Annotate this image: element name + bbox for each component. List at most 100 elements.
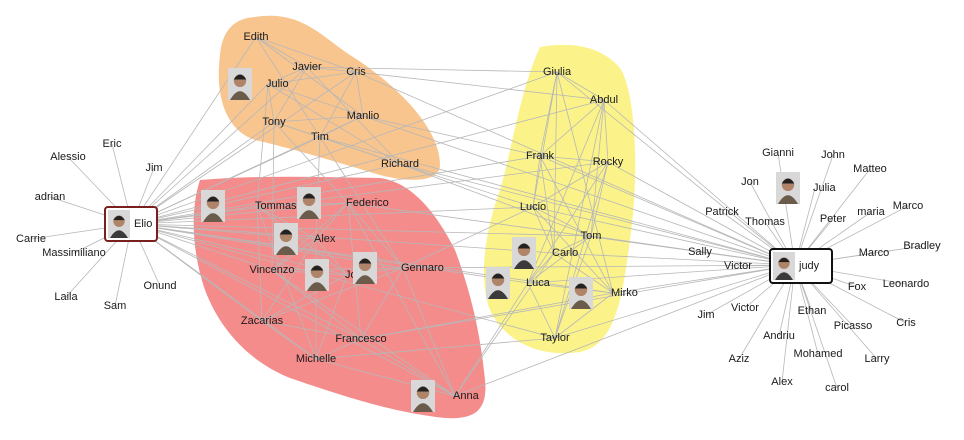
graph-edge [554, 99, 605, 339]
node-label: Sam [104, 300, 127, 312]
node-julia[interactable] [776, 172, 800, 204]
person-photo-icon [274, 223, 298, 255]
graph-edge [454, 282, 529, 397]
graph-edge [402, 206, 534, 269]
graph-edge [402, 267, 456, 397]
graph-edge [273, 115, 364, 123]
node-label: Gennaro [401, 262, 444, 274]
node-jose[interactable] [305, 259, 329, 291]
person-photo-icon [305, 259, 329, 291]
graph-edge [347, 202, 404, 269]
graph-edge [553, 252, 614, 294]
node-label: maria [857, 206, 885, 218]
graph-edge [319, 136, 796, 266]
node-anna[interactable] [411, 380, 435, 412]
node-label: Richard [381, 158, 419, 170]
graph-edge [347, 202, 796, 266]
graph-edge [603, 99, 796, 266]
graph-edge [131, 223, 456, 397]
node-mirko[interactable] [569, 277, 593, 309]
person-photo-icon [108, 210, 130, 238]
node-label: Alex [771, 376, 793, 388]
node-julio[interactable] [228, 68, 252, 100]
graph-edge [131, 136, 321, 225]
graph-edge [603, 99, 609, 163]
graph-edge [399, 163, 534, 208]
node-label: Thomas [745, 216, 785, 228]
graph-edge [355, 71, 605, 101]
graph-edge [527, 282, 556, 339]
graph-edge [532, 206, 796, 266]
graph-edge [256, 83, 269, 207]
group-red-hull [193, 176, 486, 419]
graph-edge [131, 223, 555, 254]
node-label: Cris [896, 317, 916, 329]
graph-edge [590, 161, 609, 237]
node-label: Picasso [834, 320, 873, 332]
person-photo-icon [569, 277, 593, 309]
node-label: Carlo [552, 247, 578, 259]
graph-edge [271, 267, 404, 271]
graph-edge [131, 223, 317, 360]
node-tommaso[interactable] [201, 190, 225, 222]
node-label: Aziz [729, 353, 750, 365]
node-label: Alessio [50, 151, 85, 163]
graph-edge [527, 161, 609, 284]
node-label: Victor [731, 302, 759, 314]
node-label: Victor [724, 260, 752, 272]
graph-edge [556, 71, 796, 266]
group-yellow-hull [483, 44, 636, 354]
node-carlo[interactable] [512, 237, 536, 269]
graph-edge [527, 252, 555, 284]
node-label: Tommaso [255, 200, 303, 212]
node-label: Patrick [705, 206, 739, 218]
node-label: Fox [848, 281, 867, 293]
node-label: Javier [292, 61, 322, 73]
node-label: Julio [266, 78, 289, 90]
graph-edge [556, 71, 605, 101]
node-label: Giulia [543, 66, 572, 78]
graph-edge [273, 66, 308, 123]
node-label: Jon [741, 176, 759, 188]
graph-edge [539, 99, 605, 157]
graph-edge [131, 163, 401, 225]
graph-edge [607, 161, 796, 266]
person-photo-icon [201, 190, 225, 222]
node-label: carol [825, 382, 849, 394]
graph-edge [131, 206, 534, 225]
node-label: Larry [864, 353, 890, 365]
node-label: Michelle [296, 353, 336, 365]
node-label: Marco [859, 247, 890, 259]
graph-edge [273, 121, 349, 204]
node-label: Onund [143, 280, 176, 292]
node-label: Bradley [903, 240, 941, 252]
graph-edge [315, 202, 349, 240]
focus-node-judy[interactable]: judy [769, 248, 833, 284]
node-luca[interactable] [486, 267, 510, 299]
graph-edge [256, 205, 263, 322]
graph-edge [556, 71, 614, 294]
node-federico[interactable] [297, 187, 321, 219]
graph-edge [539, 155, 614, 294]
graph-edge [131, 83, 269, 225]
person-photo-icon [486, 267, 510, 299]
node-label: Luca [526, 277, 551, 289]
focus-node-label: judy [798, 260, 820, 272]
person-photo-icon [228, 68, 252, 100]
node-label: Julia [813, 182, 837, 194]
graph-edge [777, 152, 796, 266]
focus-node-elio[interactable]: Elio [104, 206, 158, 242]
node-alex[interactable] [274, 223, 298, 255]
graph-edge [319, 71, 357, 138]
node-label: Marco [893, 200, 924, 212]
graph-edge [355, 71, 364, 117]
node-label: Tom [581, 230, 602, 242]
node-gennaro[interactable] [353, 252, 377, 284]
graph-edge [612, 264, 796, 294]
graph-edge [131, 66, 308, 225]
node-label: Lucio [520, 201, 546, 213]
node-label: Tim [311, 131, 329, 143]
graph-edge [261, 274, 348, 322]
